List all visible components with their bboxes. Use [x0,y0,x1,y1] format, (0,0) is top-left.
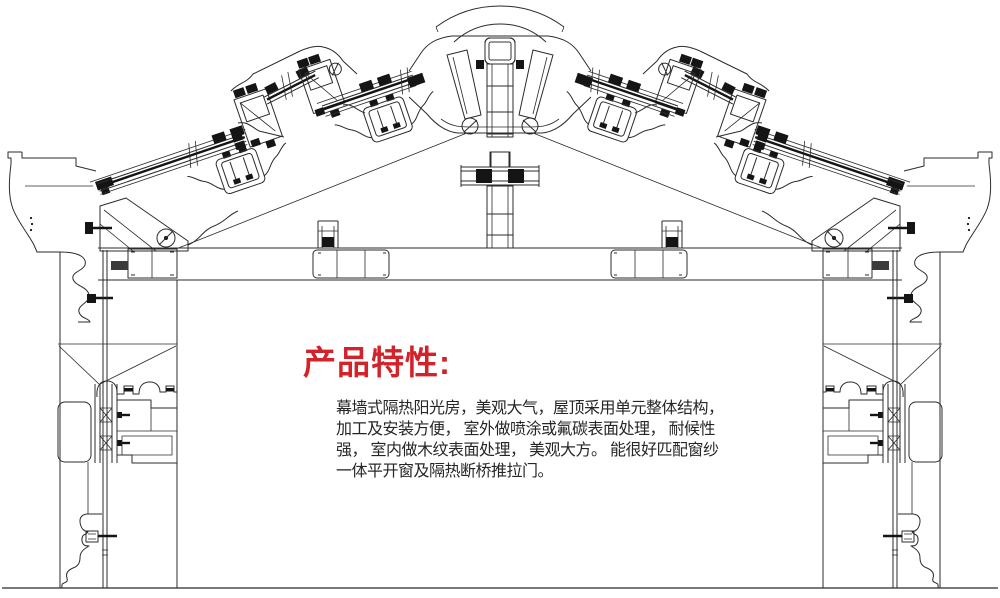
beam-connector [312,249,390,279]
corner-break-triangle [58,343,177,385]
ridge-cap [435,5,501,43]
window-frame-section [57,380,178,464]
right-half-structure-mirrored [485,6,998,588]
left-half-structure [2,5,516,589]
feature-paragraph: 幕墙式隔热阳光房，美观大气，屋顶采用单元整体结构， 加工及安装方便， 室外做喷涂… [336,398,724,482]
feature-line-3: 强， 室内做木纹表面处理， 美观大方。 能很好匹配窗纱 [336,442,719,459]
ring-beam [98,247,500,281]
king-post-lower [486,185,514,249]
king-post [476,37,516,138]
feature-line-1: 幕墙式隔热阳光房，美观大气，屋顶采用单元整体结构， [336,400,724,417]
feature-line-4: 一体平开窗及隔热断桥推拉门。 [336,463,554,480]
gutter-profile [7,151,97,253]
eave-rafter-assembly [85,176,239,252]
mullion-stub [317,220,339,248]
ridge-assembly [407,35,500,135]
roof-glazing-band-upper [316,61,444,154]
collar-tie [460,151,511,187]
corbel-bracket [59,251,113,323]
feature-line-2: 加工及安装方便， 室外做喷涂或氟碳表面处理， 耐候性 [336,421,716,438]
feature-title: 产品特性: [303,344,451,381]
interior-ceiling-line [175,132,468,250]
base-moulding [61,513,117,589]
roof-glazing-band-lower [89,113,297,206]
wall-column [59,250,178,588]
unit-joint-assembly [230,45,366,149]
